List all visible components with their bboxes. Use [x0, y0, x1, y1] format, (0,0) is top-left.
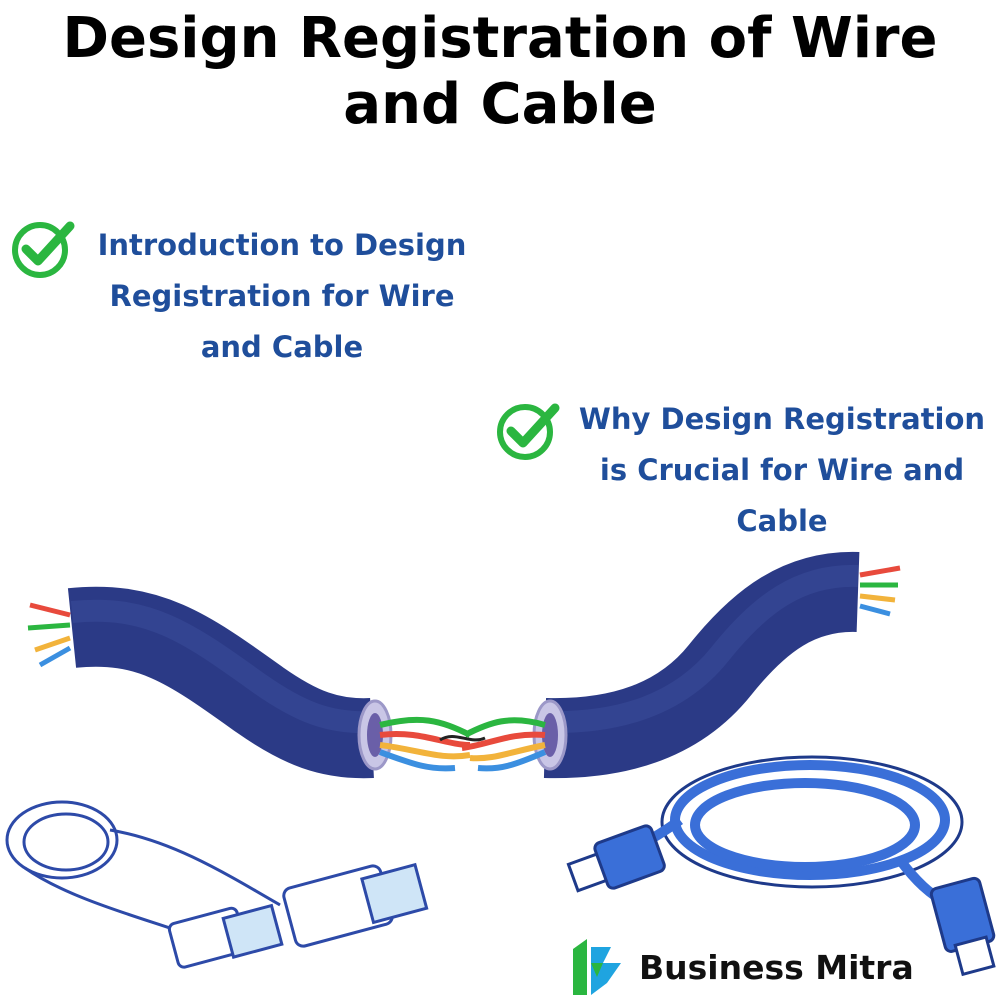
check-circle-icon [12, 221, 75, 278]
brand: Business Mitra [567, 937, 914, 997]
intro-point: Introduction to Design Registration for … [97, 228, 467, 364]
page-title: Design Registration of Wire and Cable [62, 6, 938, 137]
why-point: Why Design Registration is Crucial for W… [578, 402, 986, 538]
brand-name: Business Mitra [639, 947, 914, 987]
check-circle-icon [497, 403, 560, 460]
business-mitra-logo [573, 939, 621, 995]
